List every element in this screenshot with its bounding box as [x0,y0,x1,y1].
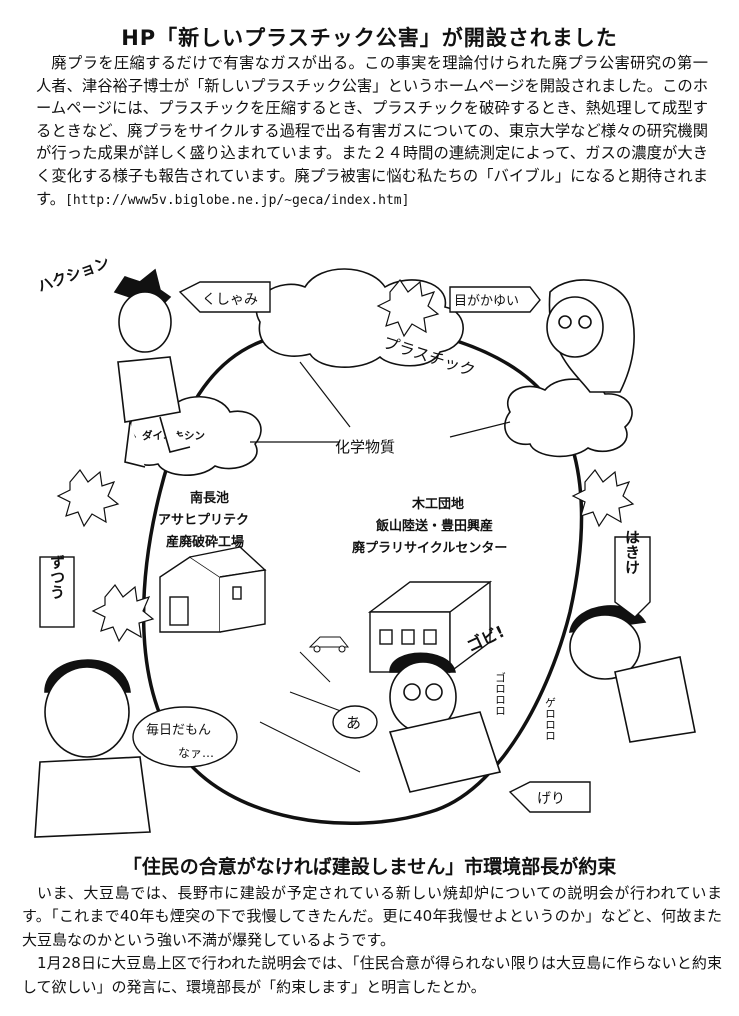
itchy-eyes-bubble: 目がかゆい [449,286,541,313]
diarrhea-bubble: げり [508,781,591,813]
nausea-label: はきけ [623,530,641,575]
headache-label: ずつう [48,555,66,600]
article2-body: いま、大豆島では、長野市に建設が予定されている新しい焼却炉についての説明会が行わ… [22,882,722,999]
right-plant-line1: 木工団地 [411,496,464,512]
article1-body: 廃プラを圧縮するだけで有害なガスが出る。この事実を理論付けられた廃プラ公害研究の… [36,52,708,212]
left-plant-line2: アサヒプリテク [158,513,249,528]
germ-left [56,468,120,528]
headache-bubble: ずつう [39,555,75,628]
itchy-eyes-woman [546,279,635,393]
germ-right [571,468,635,528]
diarrhea-man [388,652,502,793]
left-plant-line3: 産廃破砕工場 [166,534,244,550]
right-smoke-cloud [504,378,633,458]
article1-text: 廃プラを圧縮するだけで有害なガスが出る。この事実を理論付けられた廃プラ公害研究の… [36,54,708,208]
sneeze-label: くしゃみ [202,292,258,308]
town-circle [141,323,584,826]
everyday-line2: なァ… [178,746,214,760]
itchy-eyes-label: 目がかゆい [454,294,519,309]
headache-man [34,659,151,838]
everyday-bubble: 毎日だもん なァ… [132,706,238,768]
sneeze-sound: ハクション [35,253,112,296]
article2-paragraph2: 1月28日に大豆島上区で行われた説明会では、「住民合意が得られない限りは大豆島に… [22,954,722,996]
article2-paragraph1: いま、大豆島では、長野市に建設が予定されている新しい焼却炉についての説明会が行わ… [22,884,722,949]
right-plant-line2: 飯山陸送・豊田興産 [375,518,493,534]
parked-car [308,636,350,653]
gobi-tail: ゴロロロ [494,671,507,716]
nausea-bubble: はきけ [614,530,651,618]
chemical-arrow-top [299,361,351,428]
right-plant-line3: 廃プラリサイクルセンター [351,540,507,556]
germ-bottom-left [91,583,155,643]
homepage-url: [http://www5v.biglobe.ne.jp/~geca/index.… [65,192,410,208]
everyday-line1: 毎日だもん [146,722,211,738]
left-plant-line1: 南長池 [190,490,229,506]
ah-label: あ [346,714,361,732]
left-factory-building [159,546,267,633]
sneeze-bubble: くしゃみ [178,281,271,313]
chemical-arrow-right [449,421,511,438]
ah-bubble: あ [332,705,378,739]
germ-top [376,278,440,338]
label-chemicals: 化学物質 [335,438,395,456]
vomit-sound: ゲロロロ [544,697,557,741]
cartoon-illustration: プラスチック 化学物質 ダイオキシン 南長池 アサヒプリテク 産廃破砕工場 木工… [34,253,696,838]
article1-title: HP「新しいプラスチック公害」が開設されました [121,26,618,50]
diarrhea-label: げり [537,791,565,807]
nausea-man [569,605,696,743]
sneezing-man [113,268,191,468]
article2-title: 「住民の合意がなければ建設しません」市環境部長が約束 [122,856,617,878]
